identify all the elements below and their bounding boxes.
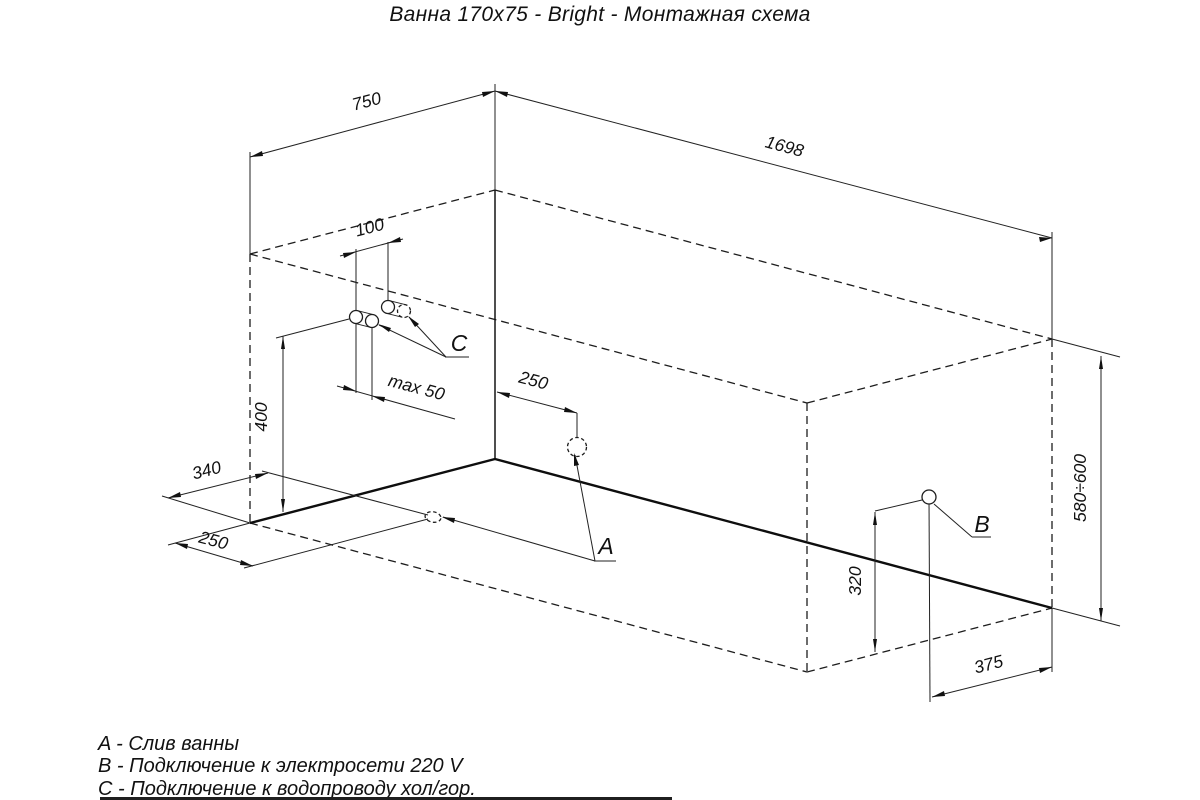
ext-line-drain-back-left: [161, 495, 251, 524]
power-outlet-circle: [921, 489, 937, 505]
point-label-a-drain: A: [596, 533, 613, 559]
point-label-b-power: B: [974, 511, 989, 537]
arrow-750-left: [250, 151, 263, 157]
dim-label-pipe-height-400: 400: [251, 402, 271, 431]
dim-label-length-1698: 1698: [763, 132, 806, 161]
ext-line-rim-top: [1051, 338, 1121, 358]
ext-line-rim-bottom: [1051, 607, 1121, 627]
dim-label-outlet-height-320: 320: [845, 566, 865, 595]
ext-line-outlet-vertical: [928, 496, 931, 703]
arrow-leader-c-pipe1: [378, 324, 391, 332]
dim-line-pipe-stub-max50: [336, 385, 456, 420]
dim-line-outlet-offset-375: [931, 666, 1053, 698]
ext-line-drain-back-right: [261, 470, 429, 516]
pipe1-end-circle: [364, 313, 380, 329]
legend-item-a: A - Слив ванны: [98, 733, 240, 755]
dim-label-pipe-spacing-100: 100: [353, 214, 387, 241]
bathtub-box-outline: [249, 189, 1053, 673]
dimension-lines: [161, 84, 1121, 703]
arrow-320-top: [873, 512, 877, 525]
box-top-back-edge: [249, 253, 808, 404]
connection-points: [348, 299, 937, 523]
dim-line-width-750: [249, 90, 496, 158]
dim-label-pipe-stub-max50: max 50: [386, 370, 447, 404]
legend-item-b: B - Подключение к электросети 220 V: [98, 755, 463, 778]
pipe2-end-circle: [396, 303, 412, 319]
leader-a-wall: [574, 454, 596, 562]
ext-line-drain-side-left: [167, 522, 251, 546]
arrow-leader-a-floor: [442, 517, 455, 523]
dimension-labels: 750 1698 100 max 50 400 340 250 250 320 …: [190, 88, 1090, 678]
dim-line-drain-back-340: [167, 472, 269, 499]
arrow-250wall-right: [564, 407, 577, 413]
arrow-320-bottom: [873, 639, 877, 652]
arrow-max50-right: [372, 396, 385, 402]
box-bottom-back-edge: [249, 522, 808, 673]
arrow-375-left: [932, 691, 945, 697]
dim-label-drain-wall-250: 250: [516, 367, 551, 394]
arrow-750-right: [482, 91, 495, 97]
pipe2-wall-circle: [380, 299, 396, 315]
arrow-leader-c-pipe2: [408, 316, 419, 327]
arrow-1698-right: [1039, 237, 1052, 242]
arrow-100-right: [388, 237, 401, 243]
arrow-400-top: [281, 336, 285, 349]
box-bottom-right-edge: [806, 607, 1053, 673]
arrow-100-left: [343, 252, 356, 258]
dim-line-length-1698: [494, 90, 1053, 239]
right-wall-floor-line: [494, 457, 1053, 610]
arrow-rim-top: [1099, 356, 1103, 369]
arrow-leader-a-wall: [574, 453, 579, 466]
box-top-front-edge: [494, 189, 1053, 340]
legend: A - Слив ванны B - Подключение к электро…: [98, 733, 476, 800]
arrow-rim-bottom: [1099, 608, 1103, 621]
point-label-c-water: C: [451, 330, 468, 356]
box-top-left-edge: [249, 189, 496, 255]
dim-label-drain-back-340: 340: [190, 457, 224, 484]
arrow-250side-left: [175, 543, 188, 549]
page-title: Ванна 170x75 - Bright - Монтажная схема: [389, 3, 811, 26]
left-wall-floor-line: [249, 457, 496, 525]
arrow-340-right: [255, 473, 268, 479]
leader-b: [933, 503, 973, 538]
cropped-text-strip: [100, 797, 672, 800]
leader-c-pipe1: [378, 324, 447, 358]
leader-a-floor: [442, 516, 596, 562]
legend-item-c: C - Подключение к водопроводу хол/гор.: [98, 777, 476, 800]
arrow-250wall-left: [497, 392, 510, 398]
dim-label-outlet-offset-375: 375: [972, 651, 1006, 678]
dimension-arrowheads: [168, 91, 1103, 697]
dim-label-width-750: 750: [350, 88, 384, 115]
ext-line-outlet-height-top: [874, 499, 923, 512]
box-top-right-edge: [806, 338, 1053, 404]
arrow-1698-left: [495, 91, 508, 97]
ext-line-pipe-height-top: [275, 318, 350, 339]
water-pipes: [348, 299, 412, 329]
point-labels: A B C: [451, 330, 990, 559]
room-corner-lines: [249, 190, 1053, 610]
arrow-400-bottom: [281, 499, 285, 512]
dim-label-drain-side-250: 250: [196, 527, 231, 554]
arrow-max50-left: [343, 385, 356, 391]
dim-line-drain-wall-250: [496, 391, 578, 414]
arrow-250side-right: [240, 560, 253, 566]
drain-floor-hole: [424, 511, 442, 523]
pipe1-wall-circle: [348, 309, 364, 325]
dim-label-rim-height-580-600: 580÷600: [1070, 454, 1090, 522]
dim-line-drain-side-250: [174, 542, 254, 567]
drain-wall-hole: [566, 436, 588, 458]
ext-line-drain-side-right: [243, 518, 429, 569]
arrow-340-left: [168, 492, 181, 498]
arrow-375-right: [1039, 667, 1052, 673]
